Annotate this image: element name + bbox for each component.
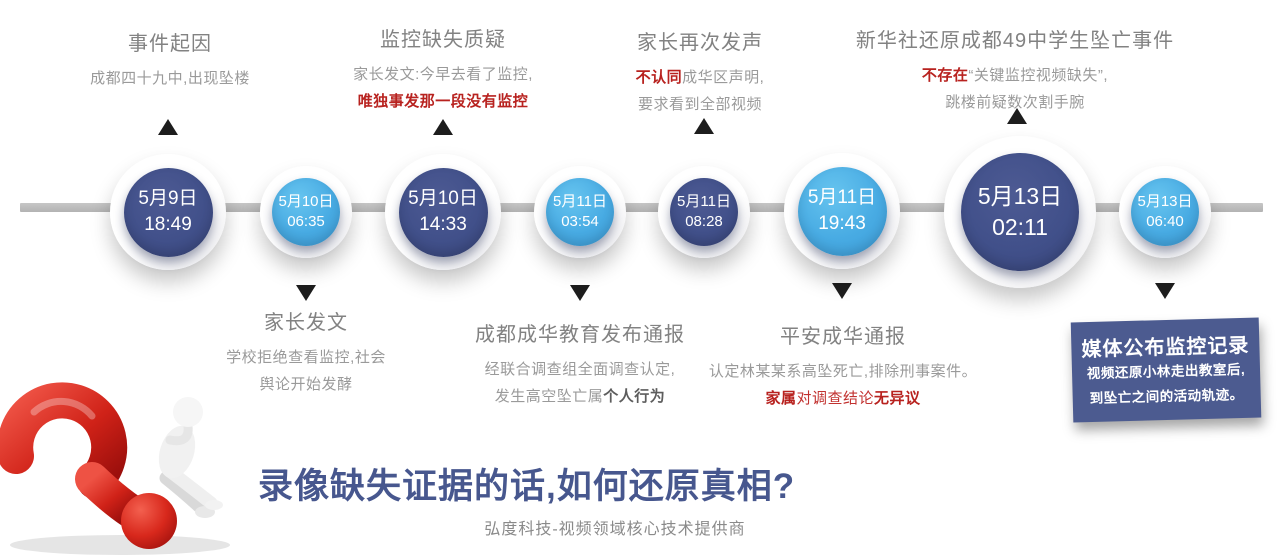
event-top-3: 家长再次发声 不认同成华区声明, 要求看到全部视频 xyxy=(500,26,900,118)
node-time: 14:33 xyxy=(419,214,467,235)
event-bottom-3: 平安成华通报 认定林某某系高坠死亡,排除刑事案件。 家属对调查结论无异议 xyxy=(643,320,1043,412)
event-title: 成都成华教育发布通报 xyxy=(475,324,685,346)
event-line: 成华区声明, xyxy=(682,69,765,86)
timeline-node-circle: 5月11日 03:54 xyxy=(546,178,614,246)
event-line: 经联合调查组全面调查认定, xyxy=(484,361,676,378)
arrow-down-icon xyxy=(832,283,852,299)
node-date: 5月10日 xyxy=(278,192,334,210)
arrow-up-icon xyxy=(694,118,714,134)
question-mark-figure xyxy=(0,382,230,555)
arrow-down-icon xyxy=(1155,283,1175,299)
node-date: 5月13日 xyxy=(977,182,1063,209)
node-date: 5月10日 xyxy=(408,188,478,210)
event-line: 视频还原小林走出教室后, xyxy=(1086,361,1246,382)
event-bottom-2: 成都成华教育发布通报 经联合调查组全面调查认定, 发生高空坠亡属个人行为 xyxy=(380,318,780,410)
event-line-red: 无异议 xyxy=(874,390,921,407)
event-line: 发生高空坠亡属 xyxy=(494,388,604,405)
event-text: 学校拒绝查看监控,社会 舆论开始发酵 xyxy=(106,344,506,398)
arrow-up-icon xyxy=(433,119,453,135)
media-box-text: 视频还原小林走出教室后, 到坠亡之间的活动轨迹。 xyxy=(1072,358,1261,413)
event-line-bold: 个人行为 xyxy=(603,388,666,405)
event-title: 监控缺失质疑 xyxy=(380,29,506,51)
timeline-node-circle: 5月11日 08:28 xyxy=(670,178,738,246)
node-time: 18:49 xyxy=(144,214,192,235)
event-text: 成都四十九中,出现坠楼 xyxy=(0,65,370,92)
node-date: 5月11日 xyxy=(807,187,877,209)
company-tagline: 弘度科技-视频领域核心技术提供商 xyxy=(484,521,746,538)
node-date: 5月13日 xyxy=(1137,192,1193,210)
timeline-node-1: 5月9日 18:49 xyxy=(110,154,226,270)
event-title: 家长再次发声 xyxy=(637,32,763,54)
media-record-box: 媒体公布监控记录 视频还原小林走出教室后, 到坠亡之间的活动轨迹。 xyxy=(1070,317,1262,423)
event-text: 不存在“关键监控视频缺失”, 跳楼前疑数次割手腕 xyxy=(815,62,1215,116)
event-line: 成都四十九中,出现坠楼 xyxy=(90,70,250,87)
event-line: 要求看到全部视频 xyxy=(637,96,762,113)
event-line-red: 不存在 xyxy=(921,67,969,84)
timeline-node-5: 5月11日 08:28 xyxy=(658,166,750,258)
event-text: 家长发文:今早去看了监控, 唯独事发那一段没有监控 xyxy=(243,61,643,115)
event-top-4: 新华社还原成都49中学生坠亡事件 不存在“关键监控视频缺失”, 跳楼前疑数次割手… xyxy=(815,24,1215,116)
event-line-red: 不认同 xyxy=(635,69,683,86)
event-text: 经联合调查组全面调查认定, 发生高空坠亡属个人行为 xyxy=(380,356,780,410)
event-text: 认定林某某系高坠死亡,排除刑事案件。 家属对调查结论无异议 xyxy=(643,358,1043,412)
headline: 录像缺失证据的话,如何还原真相? xyxy=(258,467,796,506)
timeline-node-circle: 5月10日 06:35 xyxy=(272,178,340,246)
timeline-node-6: 5月11日 19:43 xyxy=(784,153,900,269)
event-line: 舆论开始发酵 xyxy=(259,376,353,393)
node-date: 5月11日 xyxy=(677,192,731,210)
event-title: 事件起因 xyxy=(128,33,212,55)
timeline-node-8: 5月13日 06:40 xyxy=(1119,166,1211,258)
node-time: 06:35 xyxy=(287,213,325,230)
event-title: 平安成华通报 xyxy=(780,326,906,348)
event-line-red: 对调查结论 xyxy=(796,390,874,407)
node-time: 02:11 xyxy=(992,214,1048,240)
event-line: “关键监控视频缺失”, xyxy=(968,67,1109,84)
node-time: 19:43 xyxy=(818,213,866,234)
timeline-node-7: 5月13日 02:11 xyxy=(944,136,1096,288)
event-line: 学校拒绝查看监控,社会 xyxy=(226,349,386,366)
event-bottom-1: 家长发文 学校拒绝查看监控,社会 舆论开始发酵 xyxy=(106,306,506,398)
event-title: 家长发文 xyxy=(264,312,348,334)
arrow-down-icon xyxy=(570,285,590,301)
timeline-node-circle: 5月13日 02:11 xyxy=(961,153,1079,271)
event-top-2: 监控缺失质疑 家长发文:今早去看了监控, 唯独事发那一段没有监控 xyxy=(243,23,643,115)
timeline-node-circle: 5月11日 19:43 xyxy=(797,166,887,256)
event-line: 认定林某某系高坠死亡,排除刑事案件。 xyxy=(708,363,978,380)
timeline-node-2: 5月10日 06:35 xyxy=(260,166,352,258)
event-line: 到坠亡之间的活动轨迹。 xyxy=(1089,386,1244,406)
event-line-red: 家属 xyxy=(765,390,797,407)
timeline-axis xyxy=(20,203,1263,212)
timeline-node-3: 5月10日 14:33 xyxy=(385,154,501,270)
arrow-up-icon xyxy=(158,119,178,135)
timeline-node-circle: 5月10日 14:33 xyxy=(398,167,488,257)
event-line: 跳楼前疑数次割手腕 xyxy=(945,94,1085,111)
node-time: 03:54 xyxy=(561,213,599,230)
event-line: 家长发文:今早去看了监控, xyxy=(353,66,533,83)
arrow-down-icon xyxy=(296,285,316,301)
node-time: 08:28 xyxy=(685,213,723,230)
event-top-1: 事件起因 成都四十九中,出现坠楼 xyxy=(0,27,370,92)
event-line-red: 唯独事发那一段没有监控 xyxy=(357,93,529,110)
timeline-node-circle: 5月9日 18:49 xyxy=(123,167,213,257)
timeline-node-4: 5月11日 03:54 xyxy=(534,166,626,258)
event-title: 新华社还原成都49中学生坠亡事件 xyxy=(855,30,1175,52)
timeline-node-circle: 5月13日 06:40 xyxy=(1131,178,1199,246)
node-date: 5月9日 xyxy=(138,188,198,210)
node-date: 5月11日 xyxy=(553,192,607,210)
event-text: 不认同成华区声明, 要求看到全部视频 xyxy=(500,64,900,118)
node-time: 06:40 xyxy=(1146,213,1184,230)
arrow-up-icon xyxy=(1007,108,1027,124)
